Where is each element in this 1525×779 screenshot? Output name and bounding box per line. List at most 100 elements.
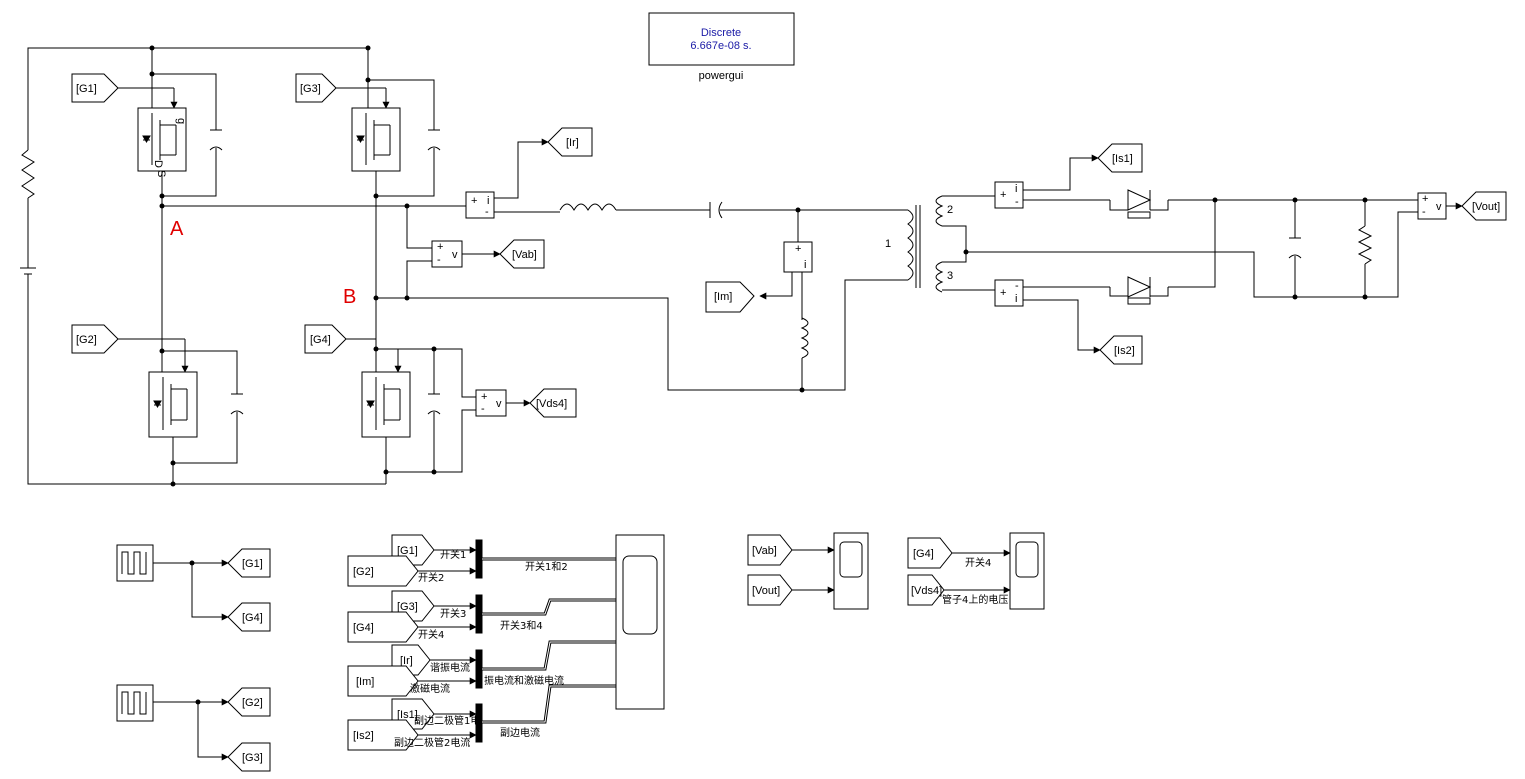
goto-vab-label: [Vab]: [512, 249, 537, 261]
powergui-block[interactable]: [648, 12, 795, 66]
powergui-mode: Discrete: [701, 27, 741, 39]
input-resistor[interactable]: [21, 149, 35, 199]
pulse-goto-g1[interactable]: [227, 548, 271, 578]
from-g3-label: [G3]: [397, 601, 418, 613]
goto-g3-label: [G3]: [300, 83, 321, 95]
goto-is2[interactable]: [1099, 335, 1143, 365]
current-meter-ir[interactable]: [465, 191, 495, 219]
signal-label-diode1: 副边二极管1电: [414, 714, 480, 727]
bottom-rail-wire: [27, 274, 173, 485]
signal-label-switch1: 开关1: [440, 548, 466, 561]
from-g2[interactable]: [347, 555, 419, 587]
vds4-meter-minus: -: [481, 403, 485, 415]
signal-label-resonant: 谐振电流: [430, 661, 470, 674]
pulse-goto-g4-label: [G4]: [242, 612, 263, 624]
signal-label-diode2: 副边二极管2电流: [394, 736, 470, 749]
mosfet-4[interactable]: [361, 371, 411, 438]
goto-is1-label: [Is1]: [1112, 153, 1133, 165]
scope-2[interactable]: [833, 532, 869, 610]
ir-meter-minus: -: [485, 206, 489, 218]
signal-label-magnetizing: 激磁电流: [410, 682, 450, 695]
mosfet-1-s: S: [155, 170, 167, 177]
voltage-meter-vout[interactable]: [1417, 192, 1447, 220]
from-g4-scope3[interactable]: [907, 537, 953, 569]
mux-3[interactable]: [475, 649, 483, 689]
vds4-meter-v: v: [496, 398, 502, 410]
powergui-label: powergui: [699, 70, 744, 82]
mosfet-1-d: D: [152, 160, 164, 168]
from-is2[interactable]: [347, 719, 419, 751]
voltage-meter-vds4[interactable]: [475, 389, 507, 417]
goto-g3-top[interactable]: [295, 73, 337, 103]
from-vds4-label: [Vds4]: [911, 585, 942, 597]
goto-vout[interactable]: [1461, 191, 1507, 221]
goto-g1-top[interactable]: [71, 73, 119, 103]
transformer-winding-2: 2: [947, 204, 953, 216]
goto-im-label: [Im]: [714, 291, 732, 303]
vout-meter-minus: -: [1422, 206, 1426, 218]
current-meter-is1[interactable]: [994, 181, 1024, 209]
pulse-goto-g4[interactable]: [227, 602, 271, 632]
vout-meter-v: v: [1436, 201, 1442, 213]
output-diode-2[interactable]: [1109, 276, 1169, 305]
is2-meter-plus: +: [1000, 287, 1006, 299]
goto-vds4-label: [Vds4]: [536, 398, 567, 410]
node-b-label: B: [343, 286, 356, 308]
ir-meter-plus: +: [471, 195, 477, 207]
pulse-goto-g3-label: [G3]: [242, 752, 263, 764]
goto-ir[interactable]: [547, 127, 593, 157]
magnetizing-inductor: [800, 317, 809, 359]
top-rail-wire: [27, 47, 152, 150]
mux-2[interactable]: [475, 594, 483, 634]
from-vab[interactable]: [747, 534, 793, 566]
resonant-inductor: [559, 203, 617, 211]
pulse-generator-1[interactable]: [116, 544, 154, 582]
goto-g4-mid[interactable]: [304, 324, 347, 354]
resonant-capacitor: [709, 201, 723, 219]
pulse-goto-g2[interactable]: [227, 687, 271, 717]
mux-label-2: 开关3和4: [500, 619, 543, 632]
from-vout[interactable]: [747, 574, 793, 606]
ir-meter-i: i: [487, 195, 489, 207]
goto-ir-label: [Ir]: [566, 137, 579, 149]
is1-meter-minus: -: [1015, 196, 1019, 208]
from-im[interactable]: [347, 665, 419, 697]
goto-g2-label: [G2]: [76, 334, 97, 346]
mosfet-3[interactable]: [351, 107, 401, 172]
scope-3[interactable]: [1009, 532, 1045, 610]
mosfet-1-g: g: [175, 118, 187, 124]
vds4-meter-plus: +: [481, 391, 487, 403]
goto-im[interactable]: [705, 281, 755, 313]
output-diode-1[interactable]: [1109, 189, 1169, 219]
snubber-cap-4: [427, 349, 441, 472]
mux-1[interactable]: [475, 539, 483, 579]
transformer[interactable]: [907, 195, 944, 293]
current-meter-is2[interactable]: [994, 279, 1024, 307]
is2-meter-i: i: [1015, 293, 1017, 305]
mux-label-4: 副边电流: [500, 726, 540, 739]
node-a-label: A: [170, 218, 184, 240]
goto-vout-label: [Vout]: [1472, 201, 1500, 213]
powergui-step: 6.667e-08 s.: [690, 40, 751, 52]
snubber-cap-3: [427, 108, 441, 174]
junction-dots: [149, 45, 1368, 705]
goto-is2-label: [Is2]: [1114, 345, 1135, 357]
is1-meter-plus: +: [1000, 189, 1006, 201]
pulse-generator-2[interactable]: [116, 684, 154, 722]
goto-is1[interactable]: [1097, 143, 1143, 173]
goto-g2-mid[interactable]: [71, 324, 119, 354]
goto-g1-label: [G1]: [76, 83, 97, 95]
pulse-goto-g3[interactable]: [227, 742, 271, 772]
from-g4[interactable]: [347, 611, 419, 643]
from-g4-label: [G4]: [353, 622, 374, 634]
goto-vds4[interactable]: [529, 388, 577, 418]
dc-source[interactable]: [20, 267, 36, 275]
signal-label-switch2: 开关2: [418, 571, 444, 584]
scope-1[interactable]: [615, 534, 665, 710]
mosfet-2[interactable]: [148, 371, 198, 438]
from-ir-label: [Ir]: [400, 655, 413, 667]
pulse-goto-g2-label: [G2]: [242, 697, 263, 709]
goto-vab[interactable]: [499, 239, 545, 269]
from-vds4[interactable]: [907, 574, 945, 606]
